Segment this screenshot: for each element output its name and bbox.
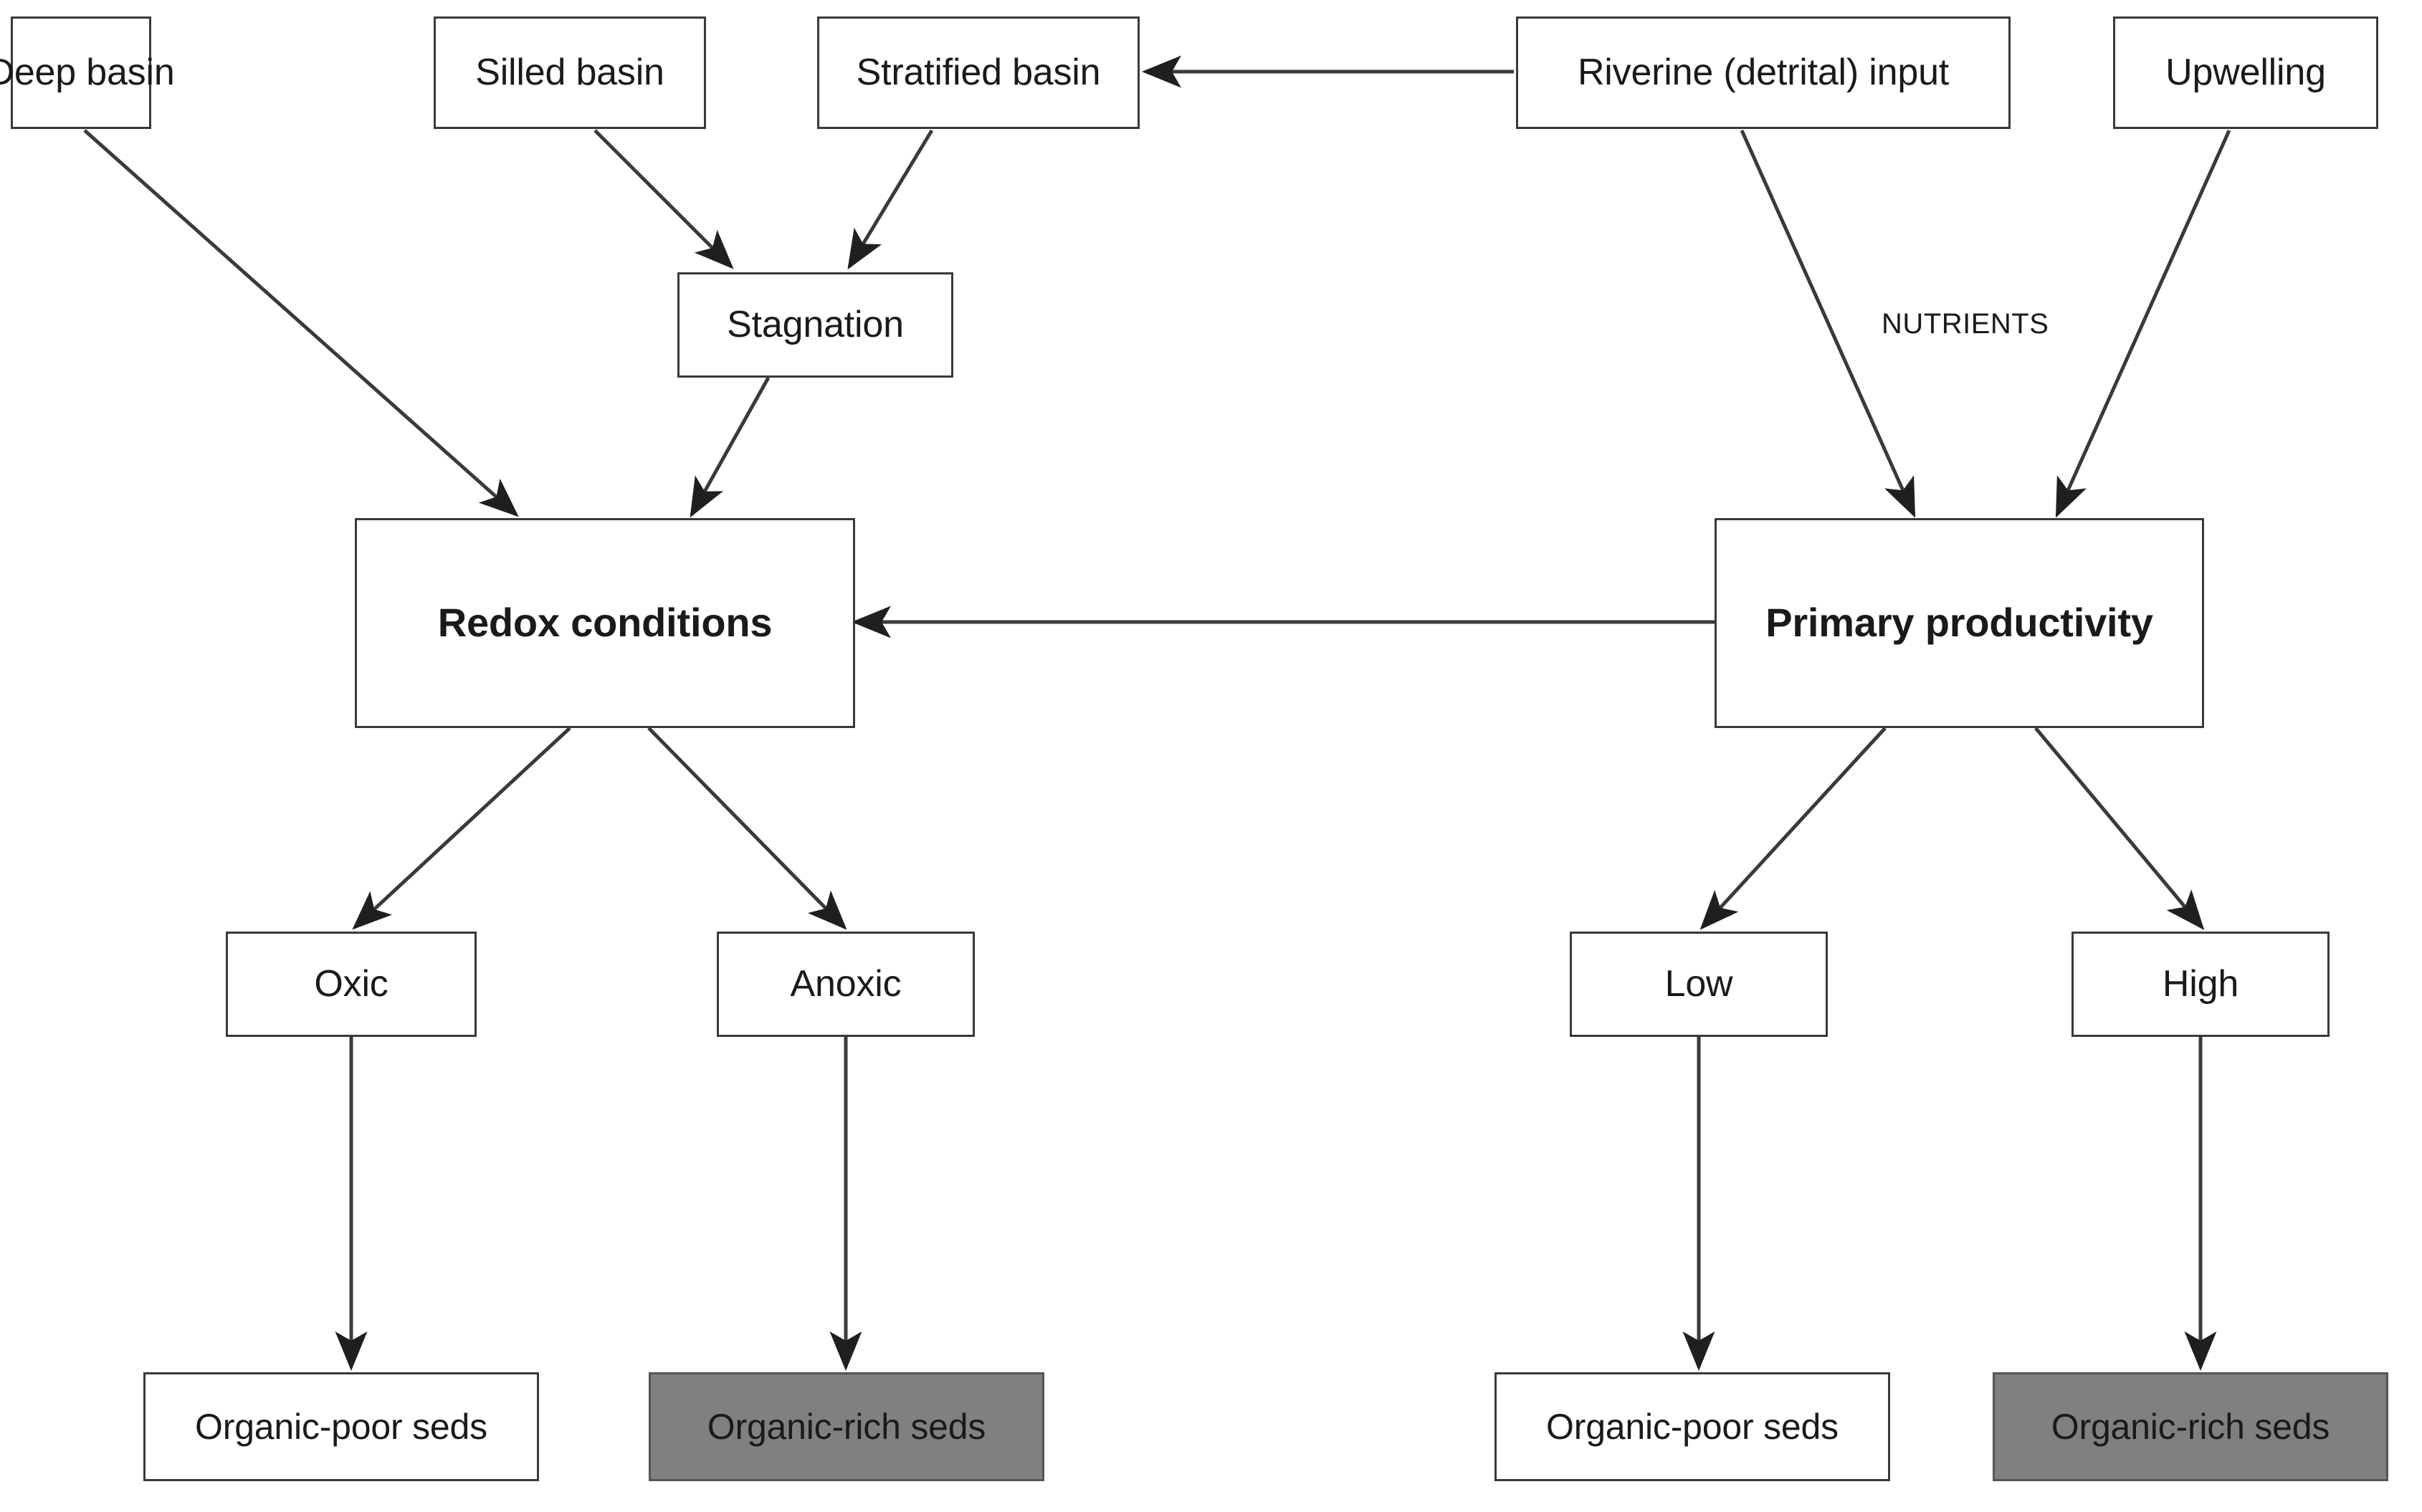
node-organic-poor-seds-left[interactable]: Organic-poor seds	[143, 1372, 539, 1481]
node-label: Upwelling	[2165, 52, 2326, 94]
edge-silled-basin-to-stagnation	[593, 129, 734, 269]
node-stratified-basin[interactable]: Stratified basin	[817, 16, 1140, 129]
edge-stratified-basin-to-stagnation	[847, 129, 934, 270]
node-organic-rich-seds-left[interactable]: Organic-rich seds	[649, 1372, 1044, 1481]
edge-stagnation-to-redox-conditions	[690, 376, 771, 518]
node-label: Redox conditions	[437, 600, 773, 646]
node-label: Deep basin	[0, 52, 175, 94]
node-label: High	[2162, 963, 2239, 1005]
node-stagnation[interactable]: Stagnation	[677, 272, 953, 378]
node-label: Organic-poor seds	[1546, 1406, 1839, 1447]
edge-upwelling-to-primary-productivity	[2055, 129, 2231, 518]
node-organic-rich-seds-right[interactable]: Organic-rich seds	[1993, 1372, 2388, 1481]
node-label: Stagnation	[727, 304, 904, 346]
node-silled-basin[interactable]: Silled basin	[434, 16, 706, 129]
node-low[interactable]: Low	[1570, 932, 1828, 1037]
node-organic-poor-seds-right[interactable]: Organic-poor seds	[1494, 1372, 1890, 1481]
node-deep-basin[interactable]: Deep basin	[0, 16, 175, 129]
node-label: Primary productivity	[1765, 600, 2153, 646]
edge-primary-productivity-to-high	[2034, 727, 2205, 930]
edge-redox-conditions-to-anoxic	[647, 727, 847, 930]
node-anoxic[interactable]: Anoxic	[717, 932, 975, 1037]
node-high[interactable]: High	[2071, 932, 2330, 1037]
node-redox-conditions[interactable]: Redox conditions	[355, 518, 855, 728]
node-label: Organic-rich seds	[707, 1406, 986, 1447]
edge-redox-conditions-to-oxic	[352, 727, 571, 930]
node-upwelling[interactable]: Upwelling	[2113, 16, 2378, 129]
node-label: Riverine (detrital) input	[1577, 52, 1950, 94]
node-label: Organic-poor seds	[195, 1406, 487, 1447]
node-label: Stratified basin	[856, 52, 1101, 94]
edge-label-nutrients: NUTRIENTS	[1882, 308, 2049, 340]
edge-primary-productivity-to-low	[1699, 727, 1887, 930]
node-label: Silled basin	[475, 52, 664, 94]
node-label: Oxic	[314, 963, 388, 1005]
node-riverine-detrital-input[interactable]: Riverine (detrital) input	[1516, 16, 2011, 129]
node-label: Low	[1664, 963, 1733, 1005]
node-oxic[interactable]: Oxic	[226, 932, 477, 1037]
node-label: Organic-rich seds	[2051, 1406, 2330, 1447]
edge-deep-basin-to-redox-conditions	[83, 129, 519, 517]
node-primary-productivity[interactable]: Primary productivity	[1715, 518, 2204, 728]
node-label: Anoxic	[790, 963, 902, 1005]
